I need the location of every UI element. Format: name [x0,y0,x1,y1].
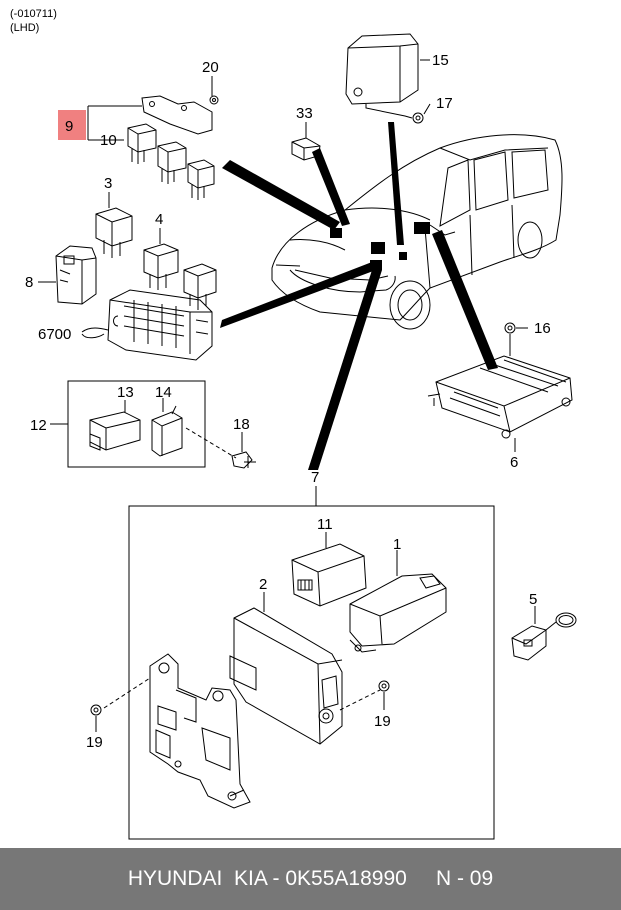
flasher-8 [55,245,97,305]
callout-33: 33 [296,105,313,122]
nut-19-left [90,704,102,716]
callout-3: 3 [104,175,112,192]
relay-3 [95,207,133,258]
key-fob-5 [511,612,577,661]
parts-diagram: 9 10 20 33 15 17 3 4 8 6700 16 13 14 12 … [25,33,577,840]
nut-17 [412,112,424,124]
part-14 [151,405,183,457]
callout-16: 16 [534,320,551,337]
bolt-20 [209,95,219,105]
relay-10-group [127,123,215,200]
callout-20: 20 [202,59,219,76]
relay-4-group [143,243,217,310]
footer-part-number: HYUNDAI KIA - 0K55A18990 N - 09 [127,867,494,890]
callout-19-left: 19 [86,734,103,751]
callout-14: 14 [155,384,172,401]
callout-10: 10 [100,132,117,149]
callout-5: 5 [529,591,537,608]
kit-7-frame [128,505,495,840]
sensor-33 [291,137,321,161]
callout-18: 18 [233,416,250,433]
date-code-label: (-010711) [10,8,57,20]
callout-1: 1 [393,536,401,553]
module-2 [229,607,343,745]
module-11 [291,543,367,607]
callout-11: 11 [317,516,333,533]
callout-19-right: 19 [374,713,391,730]
module-15 [345,33,419,105]
market-label: (LHD) [10,22,40,34]
callout-7: 7 [311,469,319,486]
kit-12-frame [67,380,206,468]
callout-2: 2 [259,576,267,593]
part-13 [89,411,141,451]
nut-16 [504,322,516,334]
callout-6700: 6700 [38,326,71,343]
callout-9: 9 [65,118,73,135]
bolt-18 [231,451,256,469]
leader-ribbons [220,122,498,470]
car-connectors [330,222,430,270]
junction-box-6700 [107,289,213,361]
callout-12: 12 [30,417,47,434]
nut-19-right [378,680,390,692]
relay-bracket-9 [141,95,213,135]
footer-bar: HYUNDAI KIA - 0K55A18990 N - 09 [0,848,621,910]
callout-4: 4 [155,211,163,228]
module-1 [349,573,447,653]
control-unit-6 [427,355,573,439]
highlight-box-9 [58,110,86,140]
callout-6: 6 [510,454,518,471]
callout-13: 13 [117,384,134,401]
callout-15: 15 [432,52,449,69]
mounting-bracket [149,653,251,809]
callout-8: 8 [25,274,33,291]
callout-17: 17 [436,95,453,112]
